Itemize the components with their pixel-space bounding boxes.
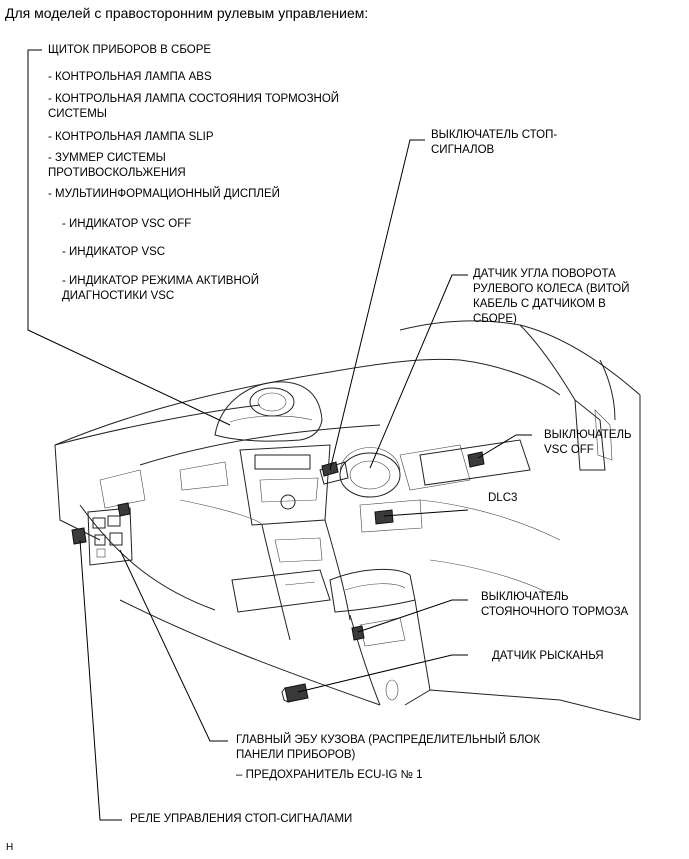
abs-warning-label: - КОНТРОЛЬНАЯ ЛАМПА ABS <box>48 71 212 83</box>
stop-lamp-switch-label: ВЫКЛЮЧАТЕЛЬ СТОП- СИГНАЛОВ <box>431 129 558 156</box>
vsc-off-switch-label: ВЫКЛЮЧАТЕЛЬ VSC OFF <box>544 429 632 456</box>
multi-display-label: - МУЛЬТИИНФОРМАЦИОННЫЙ ДИСПЛЕЙ <box>48 188 280 200</box>
steering-sensor-label: ДАТЧИК УГЛА ПОВОРОТА РУЛЕВОГО КОЛЕСА (ВИ… <box>473 268 630 325</box>
brake-warning-label: - КОНТРОЛЬНАЯ ЛАМПА СОСТОЯНИЯ ТОРМОЗНОЙ … <box>48 93 340 120</box>
main-body-ecu-label: ГЛАВНЫЙ ЭБУ КУЗОВА (РАСПРЕДЕЛИТЕЛЬНЫЙ БЛ… <box>236 734 541 761</box>
leader-lines <box>27 49 532 821</box>
stop-lamp-relay-label: РЕЛЕ УПРАВЛЕНИЯ СТОП-СИГНАЛАМИ <box>130 813 353 825</box>
slip-indicator-label: - КОНТРОЛЬНАЯ ЛАМПА SLIP <box>48 131 214 143</box>
yaw-sensor-label: ДАТЧИК РЫСКАНЬЯ <box>492 650 604 662</box>
page-title: Для моделей с правосторонним рулевым упр… <box>5 5 369 21</box>
vsc-off-indicator-label: - ИНДИКАТОР VSC OFF <box>62 218 192 230</box>
skid-buzzer-label: - ЗУММЕР СИСТЕМЫ ПРОТИВОСКОЛЬЖЕНИЯ <box>48 152 186 179</box>
vsc-indicator-label: - ИНДИКАТОР VSC <box>62 246 166 258</box>
ecu-ig-fuse-label: – ПРЕДОХРАНИТЕЛЬ ECU-IG № 1 <box>236 769 423 781</box>
dlc3-label: DLC3 <box>488 492 518 504</box>
vsc-test-indicator-label: - ИНДИКАТОР РЕЖИМА АКТИВНОЙ ДИАГНОСТИКИ … <box>62 275 259 302</box>
combination-meter-label: ЩИТОК ПРИБОРОВ В СБОРЕ <box>48 44 212 56</box>
figure-code: H <box>6 842 14 853</box>
parking-brake-switch-label: ВЫКЛЮЧАТЕЛЬ СТОЯНОЧНОГО ТОРМОЗА <box>481 591 629 618</box>
